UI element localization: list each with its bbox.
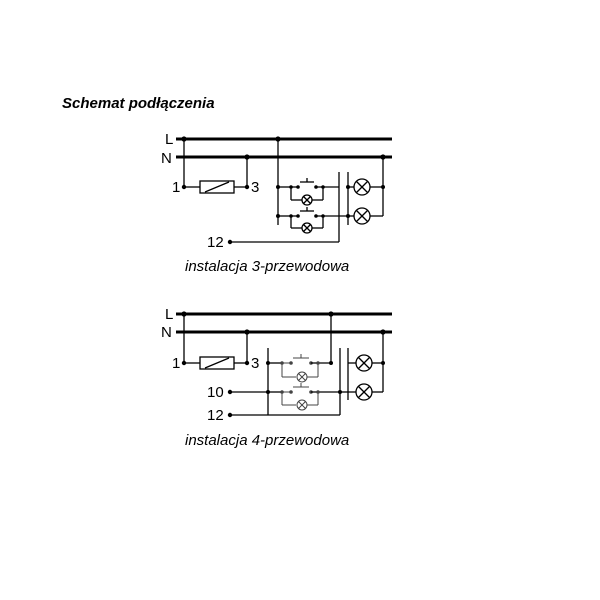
terminal-10-label: 10 xyxy=(207,384,224,401)
terminal-1-label-2: 1 xyxy=(172,355,180,372)
illuminated-switch-3 xyxy=(280,354,331,383)
terminal-12-label-2: 12 xyxy=(207,407,224,424)
bus-label-l-2: L xyxy=(165,306,173,323)
terminal-3-label-2: 3 xyxy=(251,355,259,372)
diagram-title: Schemat podłączenia xyxy=(62,95,215,112)
illuminated-switch-4 xyxy=(280,383,340,411)
terminal-12-label: 12 xyxy=(207,234,224,251)
terminal-1-label: 1 xyxy=(172,179,180,196)
bus-label-n-2: N xyxy=(161,324,172,341)
caption-4-wire: instalacja 4-przewodowa xyxy=(185,432,349,449)
illuminated-switch-2 xyxy=(276,207,348,234)
terminal-3-label: 3 xyxy=(251,179,259,196)
illuminated-switch-1 xyxy=(278,178,339,206)
caption-3-wire: instalacja 3-przewodowa xyxy=(185,258,349,275)
bus-label-n: N xyxy=(161,150,172,167)
bus-label-l: L xyxy=(165,131,173,148)
diagram-3-wire: L N 1 3 xyxy=(161,131,392,275)
diagram-4-wire: L N 1 3 xyxy=(161,306,392,449)
